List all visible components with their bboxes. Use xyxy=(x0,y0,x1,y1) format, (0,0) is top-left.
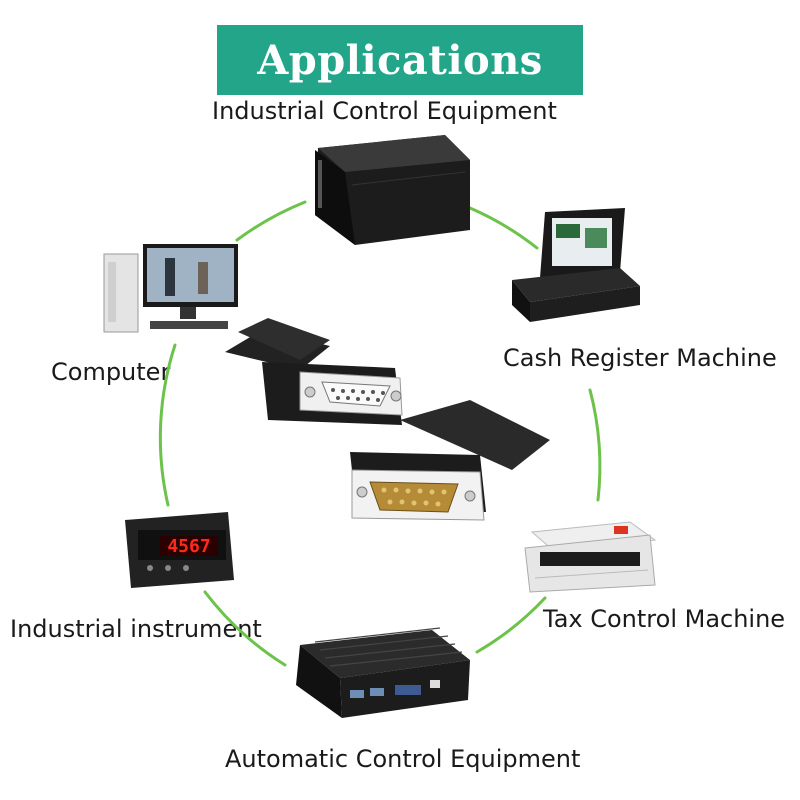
meter-display-value: 4567 xyxy=(167,536,210,557)
label-tax-control-machine: Tax Control Machine xyxy=(543,605,786,633)
applications-banner: Applications xyxy=(217,25,583,95)
server-rack-icon xyxy=(315,135,470,245)
connection-ring xyxy=(158,200,602,667)
dot-matrix-printer-icon xyxy=(524,521,657,593)
label-cash-register-machine: Cash Register Machine xyxy=(503,344,777,372)
fanless-pc-icon xyxy=(296,627,470,718)
panel-meter-icon: 4567 xyxy=(125,512,234,588)
db15-connector-male xyxy=(350,400,550,521)
pos-terminal-icon xyxy=(512,208,640,322)
label-industrial-instrument: Industrial instrument xyxy=(10,615,262,643)
label-computer: Computer xyxy=(51,358,171,386)
label-automatic-control-equipment: Automatic Control Equipment xyxy=(225,745,581,773)
db15-connector-female xyxy=(225,318,403,425)
label-industrial-control-equipment: Industrial Control Equipment xyxy=(212,97,557,125)
desktop-computer-icon xyxy=(103,244,238,333)
banner-title: Applications xyxy=(257,36,543,84)
